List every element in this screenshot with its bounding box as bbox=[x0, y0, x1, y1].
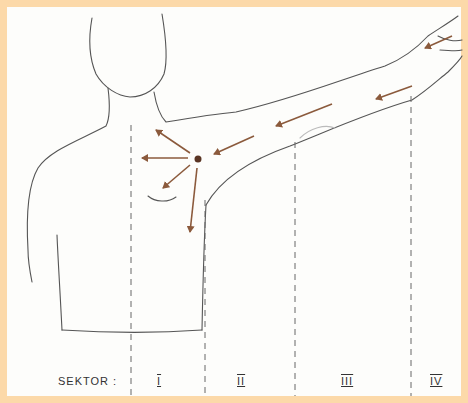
fingers bbox=[438, 36, 462, 51]
sector-number: IV bbox=[430, 375, 442, 387]
chest-curve bbox=[148, 196, 176, 201]
sector-number: I bbox=[157, 375, 161, 387]
body-outline bbox=[27, 14, 462, 332]
flow-arrow bbox=[214, 136, 254, 154]
sector-line bbox=[131, 125, 132, 396]
arm-upper-edge bbox=[154, 16, 458, 122]
sector-line bbox=[411, 96, 412, 396]
sector-heading: SEKTOR : bbox=[58, 375, 117, 387]
sector-line bbox=[295, 142, 296, 396]
flow-arrow bbox=[376, 86, 412, 99]
lymph-node-dot bbox=[195, 156, 202, 163]
left-shoulder bbox=[27, 88, 109, 282]
sector-lines bbox=[131, 96, 411, 396]
torso-base bbox=[62, 330, 202, 332]
left-torso bbox=[57, 235, 62, 330]
sector-number: III bbox=[341, 375, 353, 387]
flow-arrow bbox=[156, 130, 190, 153]
sector-line bbox=[205, 200, 206, 396]
flow-arrow bbox=[142, 157, 188, 159]
paper bbox=[7, 7, 461, 396]
flow-arrow bbox=[425, 36, 452, 48]
elbow-shade bbox=[300, 126, 335, 138]
flow-arrow bbox=[163, 165, 190, 188]
flow-arrow bbox=[190, 168, 197, 232]
flow-arrows bbox=[142, 36, 452, 232]
head bbox=[90, 14, 166, 97]
sector-number: II bbox=[237, 375, 245, 387]
flow-arrow bbox=[276, 104, 332, 126]
arm-lower-edge bbox=[206, 56, 462, 205]
